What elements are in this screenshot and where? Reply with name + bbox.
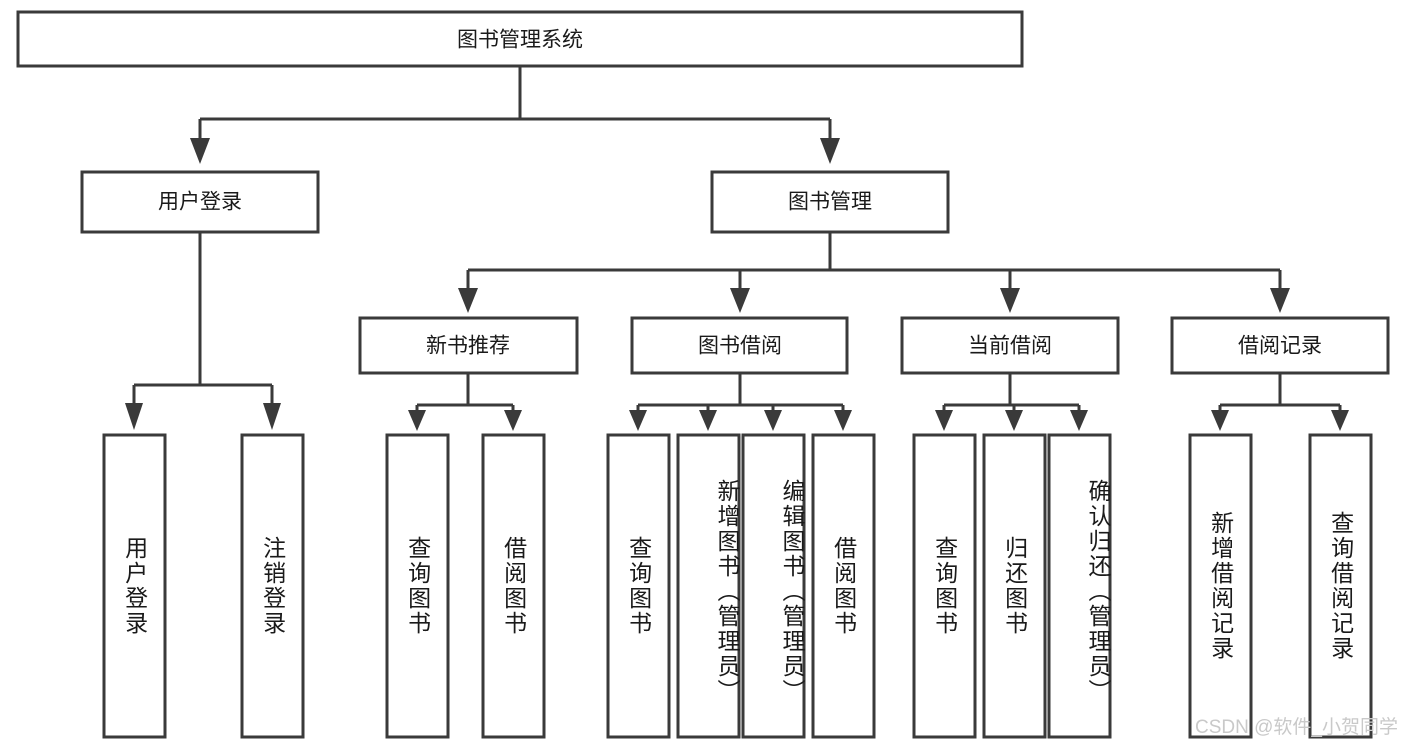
book-management-label: 图书管理 xyxy=(788,191,872,214)
arrow-to-new-book-recommend xyxy=(458,288,478,313)
leaf-box-user-login[interactable] xyxy=(102,433,167,739)
arrow-borrow-leaf-2 xyxy=(699,410,717,431)
book-borrow-label: 图书借阅 xyxy=(698,335,782,358)
root-box[interactable] xyxy=(16,10,1024,68)
root-label: 图书管理系统 xyxy=(457,29,583,52)
current-borrow-label: 当前借阅 xyxy=(968,335,1052,358)
node-root-system[interactable]: 图书管理系统 xyxy=(16,10,1024,68)
leaf-box-confirm-return-admin[interactable] xyxy=(1047,433,1112,739)
user-login-box[interactable] xyxy=(80,170,320,234)
borrow-record-label: 借阅记录 xyxy=(1238,335,1322,358)
arrow-recommend-leaf-2 xyxy=(504,410,522,431)
leaf-box-query-book-recommend[interactable] xyxy=(385,433,450,739)
book-borrow-box[interactable] xyxy=(630,316,849,375)
leaf-box-borrow-book[interactable] xyxy=(811,433,876,739)
arrow-root-to-user-login xyxy=(190,138,210,164)
leaf-box-return-book[interactable] xyxy=(982,433,1047,739)
arrow-recommend-leaf-1 xyxy=(408,410,426,431)
leaf-box-query-book-current[interactable] xyxy=(912,433,977,739)
new-book-recommend-box[interactable] xyxy=(358,316,579,375)
new-book-recommend-label: 新书推荐 xyxy=(426,335,510,358)
leaf-box-add-book-admin[interactable] xyxy=(676,433,741,739)
node-new-book-recommend[interactable]: 新书推荐 xyxy=(358,316,579,375)
node-user-login[interactable]: 用户登录 xyxy=(80,170,320,234)
arrow-current-leaf-2 xyxy=(1005,410,1023,431)
csdn-watermark: CSDN @软件_小贺同学 xyxy=(1195,717,1398,738)
arrow-borrow-leaf-4 xyxy=(834,410,852,431)
arrow-to-book-borrow xyxy=(730,288,750,313)
leaf-box-add-borrow-record[interactable] xyxy=(1188,433,1253,739)
node-current-borrow[interactable]: 当前借阅 xyxy=(900,316,1120,375)
arrow-current-leaf-1 xyxy=(935,410,953,431)
arrow-to-borrow-record xyxy=(1270,288,1290,313)
arrow-record-leaf-1 xyxy=(1211,410,1229,431)
user-login-label: 用户登录 xyxy=(158,191,242,214)
leaf-box-query-borrow-record[interactable] xyxy=(1308,433,1373,739)
arrow-to-current-borrow xyxy=(1000,288,1020,313)
leaf-box-logout-login[interactable] xyxy=(240,433,305,739)
book-management-box[interactable] xyxy=(710,170,950,234)
connector-layer xyxy=(125,66,1349,431)
arrow-root-to-book-mgmt xyxy=(820,138,840,164)
leaf-box-layer xyxy=(102,433,1373,739)
node-book-borrow[interactable]: 图书借阅 xyxy=(630,316,849,375)
leaf-box-query-book-borrow[interactable] xyxy=(606,433,671,739)
current-borrow-box[interactable] xyxy=(900,316,1120,375)
leaf-box-edit-book-admin[interactable] xyxy=(741,433,806,739)
node-borrow-record[interactable]: 借阅记录 xyxy=(1170,316,1390,375)
arrow-current-leaf-3 xyxy=(1070,410,1088,431)
arrow-borrow-leaf-3 xyxy=(764,410,782,431)
arrow-record-leaf-2 xyxy=(1331,410,1349,431)
arrow-user-login-leaf-1 xyxy=(125,403,143,430)
leaf-box-borrow-book-recommend[interactable] xyxy=(481,433,546,739)
arrow-user-login-leaf-2 xyxy=(263,403,281,430)
node-book-management[interactable]: 图书管理 xyxy=(710,170,950,234)
borrow-record-box[interactable] xyxy=(1170,316,1390,375)
arrow-borrow-leaf-1 xyxy=(629,410,647,431)
